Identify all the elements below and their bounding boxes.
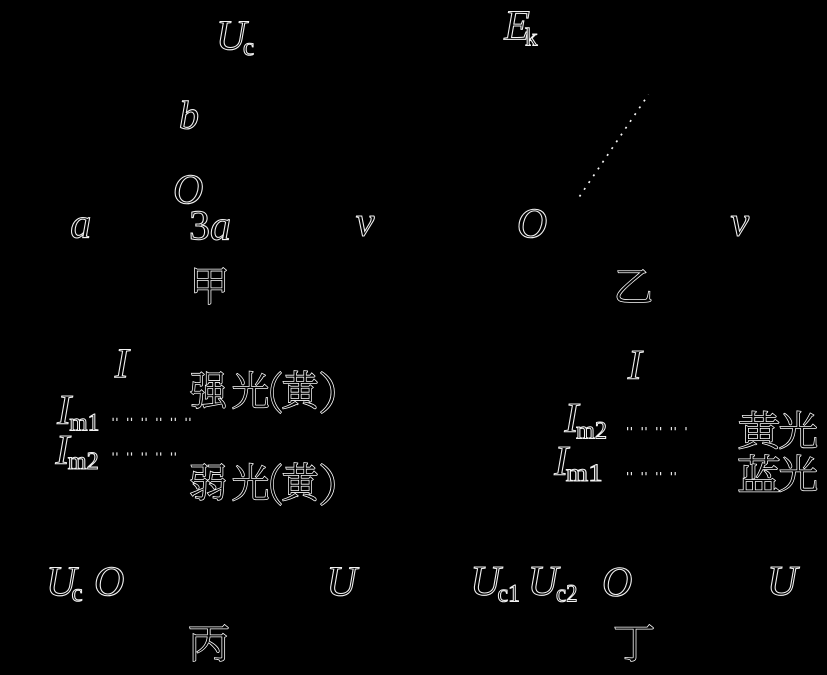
svg-text:Uc: Uc (46, 560, 83, 608)
svg-text:ν: ν (731, 200, 750, 246)
svg-text:Im1: Im1 (553, 439, 602, 487)
svg-text:Ek: Ek (503, 4, 538, 52)
svg-text:O: O (517, 202, 547, 248)
svg-text:Im2: Im2 (564, 396, 608, 444)
svg-text:O: O (94, 560, 124, 606)
svg-text:Uc2: Uc2 (528, 559, 578, 607)
svg-text:U: U (767, 559, 800, 605)
svg-text:O: O (173, 168, 203, 214)
svg-text:I: I (114, 341, 131, 387)
svg-text:3a: 3a (189, 204, 231, 250)
svg-text:U: U (327, 559, 360, 605)
svg-text:Uc1: Uc1 (470, 559, 520, 607)
svg-text:I: I (627, 343, 644, 389)
svg-text:b: b (179, 93, 199, 138)
svg-text:ν: ν (356, 200, 375, 246)
svg-text:Uc: Uc (216, 14, 254, 62)
svg-text:O: O (602, 560, 632, 606)
svg-text:a: a (70, 202, 91, 248)
